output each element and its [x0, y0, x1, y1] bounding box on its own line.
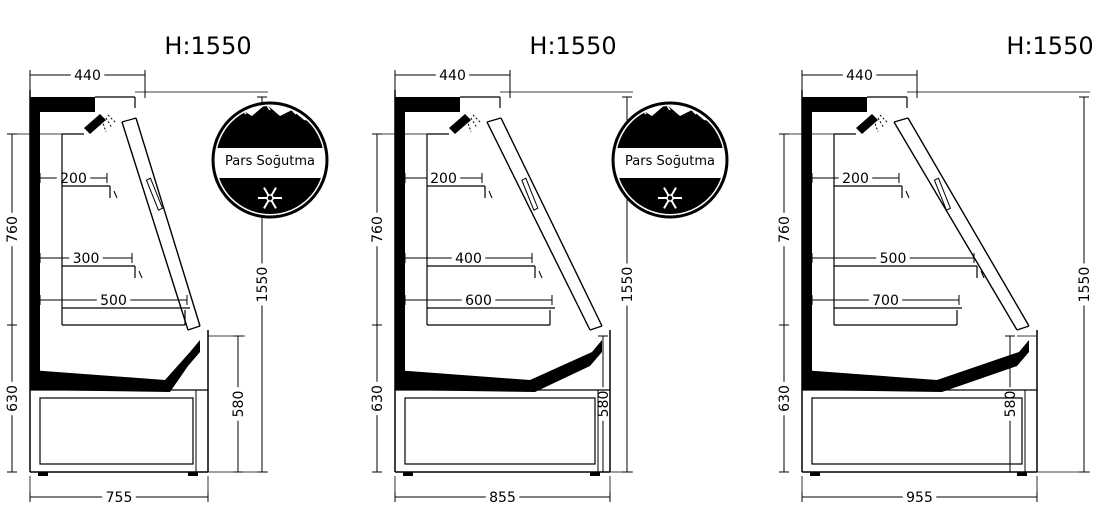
front-glass-cap: [121, 117, 137, 123]
logo-text: Pars Soğutma: [225, 154, 315, 169]
base-width-dim-label: 755: [106, 490, 133, 506]
front-glass-cap: [187, 325, 201, 331]
front-glass: [486, 121, 591, 331]
logo-band: [216, 128, 324, 148]
shelf-price-rail: [538, 270, 543, 279]
lamp: [856, 114, 878, 134]
front-glass-cap: [486, 117, 502, 123]
base-height-dim-label: 580: [1003, 391, 1019, 418]
floor-slab: [30, 340, 200, 392]
mountain-icon: [216, 106, 324, 128]
top-depth-dim-label: 440: [74, 68, 101, 84]
shelf-depth-dim-label: 200: [842, 171, 869, 187]
height-title: H:1550: [529, 32, 616, 60]
floor-slab: [395, 340, 602, 392]
front-glass: [121, 121, 189, 331]
front-glass-cap: [893, 117, 909, 123]
front-glass: [907, 117, 1030, 327]
snowflake-icon: [258, 187, 282, 209]
shelf-depth-dim-label: 500: [100, 293, 127, 309]
base-height-dim-label: 580: [231, 391, 247, 418]
shelf-depth-dim-label: 500: [880, 251, 907, 267]
upper-height-dim-label: 760: [777, 216, 793, 243]
base-width-dim-label: 955: [906, 490, 933, 506]
floor-slab: [802, 340, 1029, 392]
lamp: [449, 114, 471, 134]
shelf-price-rail: [113, 190, 118, 199]
total-height-dim-label: 1550: [1077, 267, 1093, 303]
mountain-icon: [616, 106, 724, 128]
lower-height-dim-label: 630: [370, 385, 386, 412]
logo-text: Pars Soğutma: [625, 154, 715, 169]
shelf-depth-dim-label: 200: [60, 171, 87, 187]
shelf-price-rail: [905, 190, 910, 199]
lamp-rays: [873, 114, 889, 133]
shelf-depth-dim-label: 200: [430, 171, 457, 187]
top-depth-dim-label: 440: [439, 68, 466, 84]
glass-handle: [933, 177, 952, 211]
back-wall: [802, 97, 867, 375]
snowflake-icon: [658, 187, 682, 209]
shelf-depth-dim-label: 600: [465, 293, 492, 309]
back-wall: [395, 97, 460, 375]
lamp-rays: [101, 114, 117, 133]
brand-logo: Pars Soğutma: [611, 101, 729, 219]
cabinet-unit-2: H:1550 200 400 600 440 760 630 580 1550 855 Pars S…: [370, 32, 729, 506]
back-wall: [30, 97, 95, 375]
front-glass: [500, 117, 603, 327]
height-title: H:1550: [1006, 32, 1093, 60]
upper-height-dim-label: 760: [370, 216, 386, 243]
base-width-dim-label: 855: [489, 490, 516, 506]
front-glass-cap: [1016, 325, 1030, 331]
glass-handle: [145, 177, 164, 211]
foot: [590, 472, 600, 476]
foot: [1017, 472, 1027, 476]
lower-height-dim-label: 630: [777, 385, 793, 412]
total-height-dim-label: 1550: [255, 267, 271, 303]
base-panel: [811, 397, 1023, 465]
total-height-dim-label: 1550: [620, 267, 636, 303]
foot: [38, 472, 48, 476]
cabinet-unit-3: H:1550 200 500 700 440 760 630 580 1550 955: [777, 32, 1093, 506]
lamp: [84, 114, 106, 134]
lamp-rays: [466, 114, 482, 133]
base-panel: [39, 397, 194, 465]
top-depth-dim-label: 440: [846, 68, 873, 84]
foot: [810, 472, 820, 476]
shelf-depth-dim-label: 400: [455, 251, 482, 267]
upper-height-dim-label: 760: [5, 216, 21, 243]
front-glass-cap: [589, 325, 603, 331]
shelf-price-rail: [980, 270, 985, 279]
lower-height-dim-label: 630: [5, 385, 21, 412]
shelf-price-rail: [488, 190, 493, 199]
logo-band: [616, 128, 724, 148]
foot: [188, 472, 198, 476]
shelf-depth-dim-label: 700: [872, 293, 899, 309]
base-height-dim-label: 580: [596, 391, 612, 418]
cabinet-unit-1: H:1550 200 300 500 440 760 630 580 1550 755 Pars S…: [5, 32, 329, 506]
glass-handle: [521, 177, 539, 211]
foot: [403, 472, 413, 476]
shelf-depth-dim-label: 300: [73, 251, 100, 267]
front-glass: [135, 117, 201, 327]
height-title: H:1550: [164, 32, 251, 60]
base-panel: [404, 397, 596, 465]
front-glass: [893, 121, 1018, 331]
brand-logo: Pars Soğutma: [211, 101, 329, 219]
shelf-price-rail: [138, 270, 143, 279]
